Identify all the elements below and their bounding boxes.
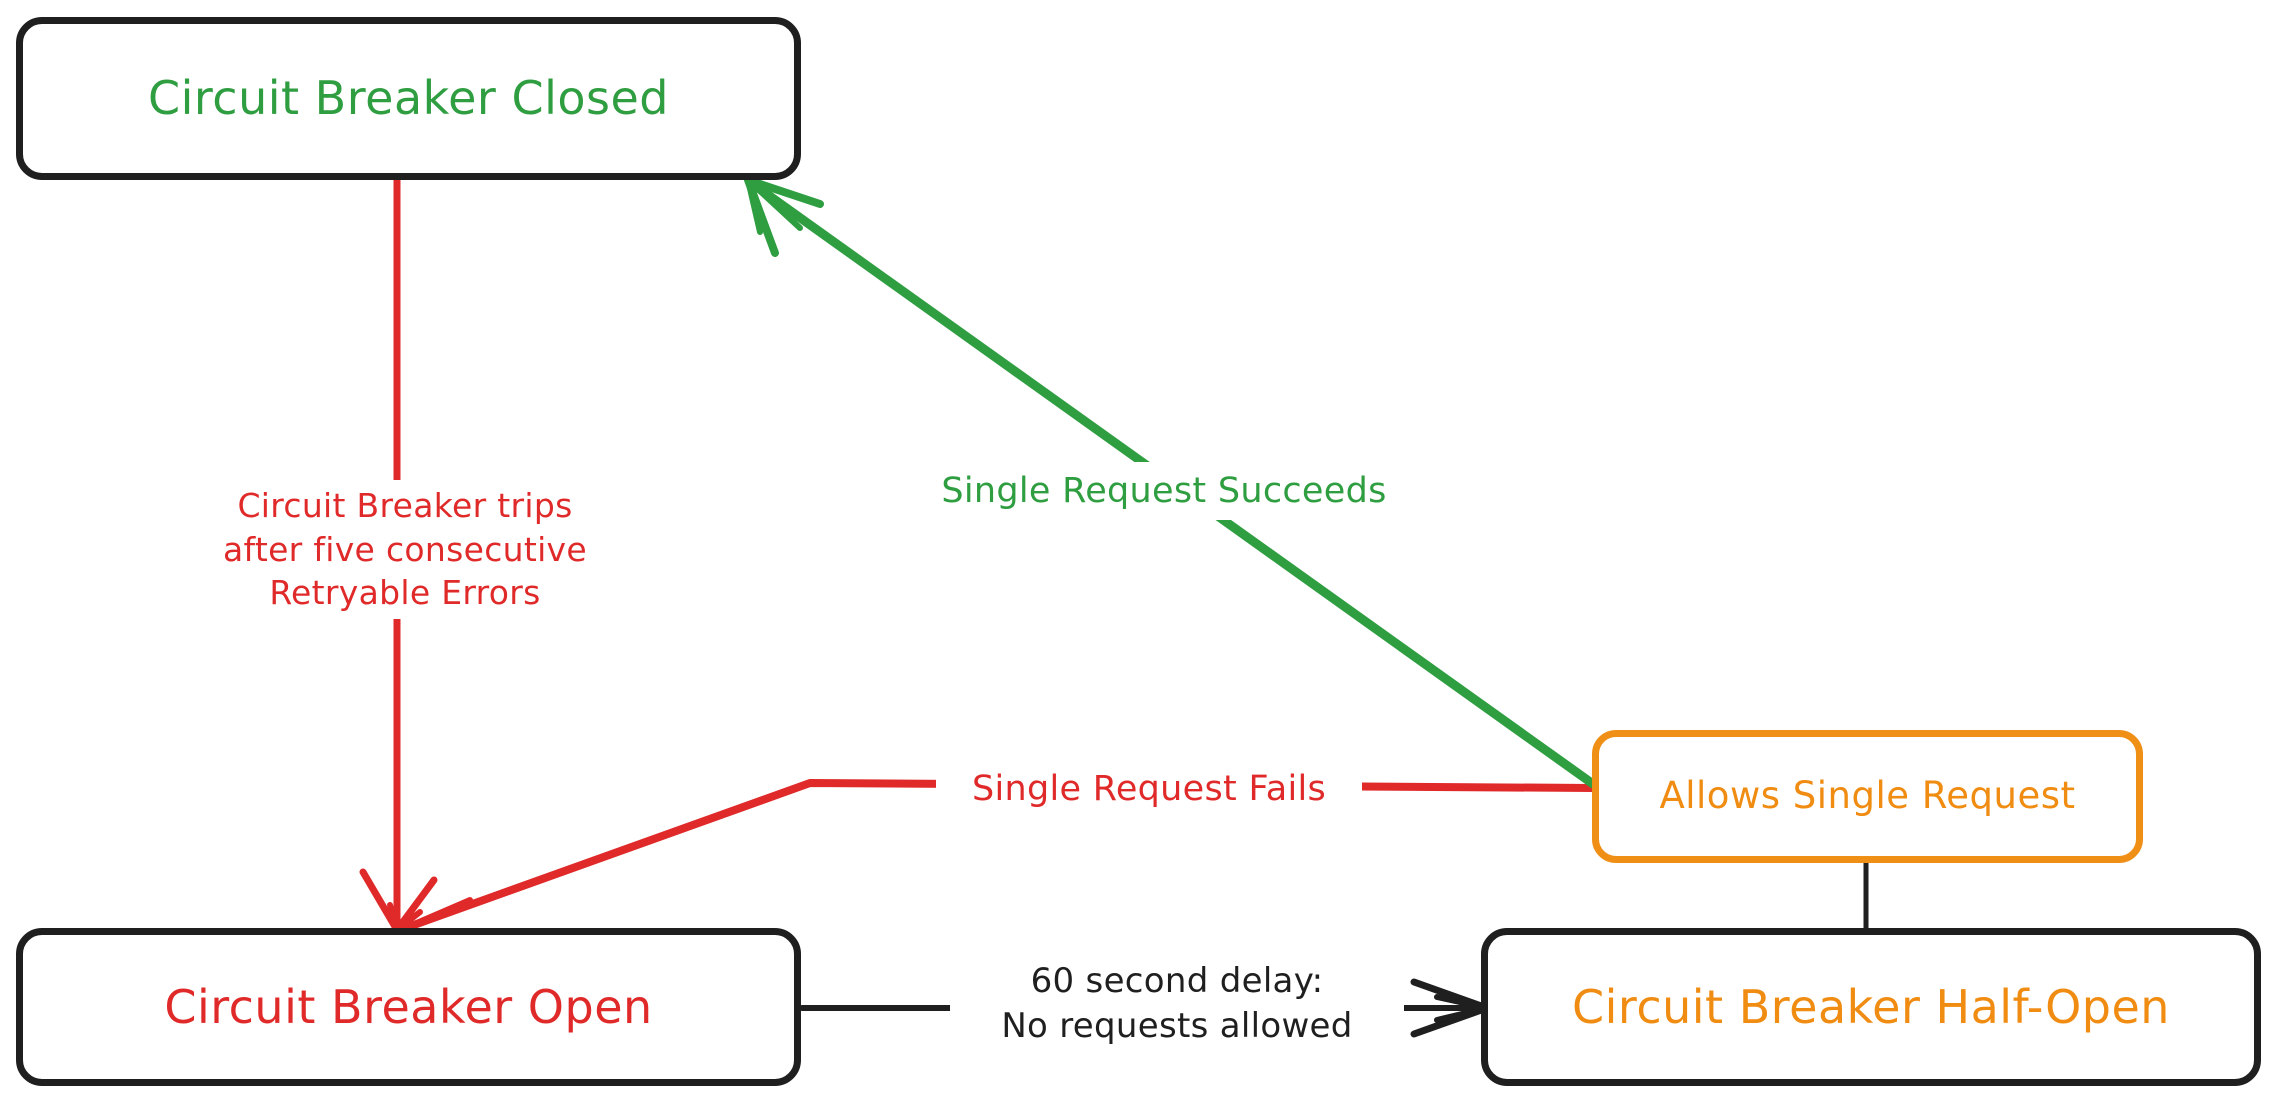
node-label-open: Circuit Breaker Open [164, 979, 653, 1034]
edge-label-closed-to-open: Circuit Breaker trips after five consecu… [184, 480, 626, 619]
node-circuit-breaker-half-open[interactable]: Circuit Breaker Half-Open [1481, 928, 2261, 1086]
edge-label-allows-to-open: Single Request Fails [936, 760, 1362, 819]
node-allows-single-request[interactable]: Allows Single Request [1592, 730, 2143, 863]
node-label-closed: Circuit Breaker Closed [148, 71, 669, 126]
node-label-allows-single-request: Allows Single Request [1659, 774, 2076, 818]
node-circuit-breaker-open[interactable]: Circuit Breaker Open [16, 928, 801, 1086]
edge-label-open-to-halfopen: 60 second delay: No requests allowed [950, 955, 1404, 1053]
node-circuit-breaker-closed[interactable]: Circuit Breaker Closed [16, 17, 801, 180]
edge-label-allows-to-closed: Single Request Succeeds [908, 462, 1420, 521]
node-label-half-open: Circuit Breaker Half-Open [1572, 979, 2170, 1034]
